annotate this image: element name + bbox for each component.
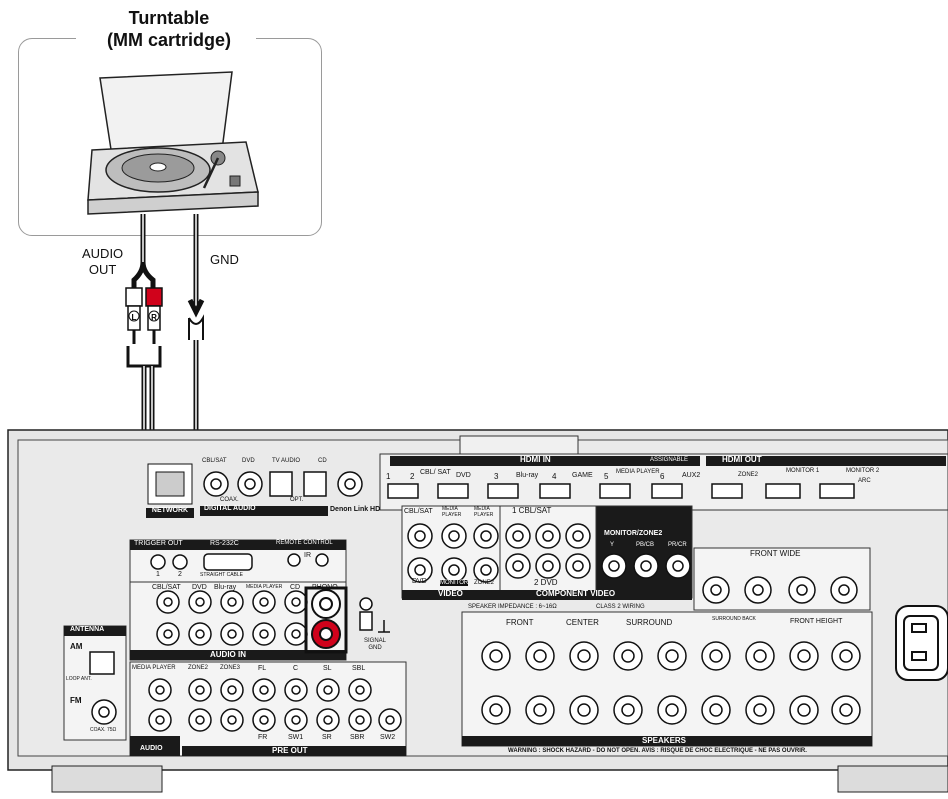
hdmi-in-5: 5 bbox=[604, 472, 608, 481]
video-monitor: MONITOR bbox=[440, 580, 468, 586]
trigger-2: 2 bbox=[178, 571, 182, 578]
hdmi-in-2: 2 bbox=[410, 472, 414, 481]
loop-ant-label: LOOP ANT. bbox=[66, 676, 92, 682]
front-height-label: FRONT HEIGHT bbox=[790, 618, 842, 625]
gnd-label: GND bbox=[210, 252, 239, 267]
pre-out-sbr: SBR bbox=[350, 734, 364, 741]
opt-label: OPT. bbox=[290, 497, 303, 503]
hdmi-in-2-name: CBL/ SAT bbox=[420, 469, 451, 476]
video-label: VIDEO bbox=[438, 589, 463, 598]
hdmi-in-label: HDMI IN bbox=[520, 455, 551, 464]
hdmi-in-3: 3 bbox=[494, 472, 498, 481]
pre-out-c: C bbox=[293, 665, 298, 672]
digital-top-cd: CD bbox=[318, 458, 327, 464]
trigger-out-label: TRIGGER OUT bbox=[134, 540, 183, 547]
center-label: CENTER bbox=[566, 618, 599, 627]
pre-out-sl: SL bbox=[323, 665, 332, 672]
hdmi-out-zone2: ZONE2 bbox=[738, 472, 758, 478]
comp-pr: PR/CR bbox=[668, 542, 687, 548]
pre-out-sr: SR bbox=[322, 734, 332, 741]
pre-out-zone3: ZONE3 bbox=[220, 665, 240, 671]
audio-in-phono: PHONO bbox=[312, 584, 338, 591]
audio-in-cblsat: CBL/SAT bbox=[152, 584, 181, 591]
front-label: FRONT bbox=[506, 618, 534, 627]
component-1-label: 1 CBL/SAT bbox=[512, 506, 551, 515]
hdmi-out-monitor1: MONITOR 1 bbox=[786, 468, 819, 474]
hdmi-in-aux2: AUX2 bbox=[682, 472, 700, 479]
hdmi-ports bbox=[388, 484, 854, 498]
audio-in-mediaplayer: MEDIA PLAYER bbox=[246, 584, 282, 590]
video-dvd: DVD bbox=[412, 578, 427, 585]
fm-label: FM bbox=[70, 696, 82, 705]
coax-label: COAX. bbox=[220, 497, 239, 503]
video-mp2: MEDIA PLAYER bbox=[474, 506, 500, 518]
warning-label: WARNING : SHOCK HAZARD - DO NOT OPEN. AV… bbox=[508, 748, 807, 754]
hdmi-in-6: 6 bbox=[660, 472, 664, 481]
plug-l-label: L bbox=[132, 313, 137, 322]
ir-label: IR bbox=[304, 552, 311, 559]
pre-out-audio-label: AUDIO bbox=[140, 745, 163, 752]
class2-label: CLASS 2 WIRING bbox=[596, 604, 645, 610]
arc-label: ARC bbox=[858, 478, 871, 484]
digital-top-cblsat: CBL/SAT bbox=[202, 458, 227, 464]
network-label: NETWORK bbox=[146, 507, 194, 514]
remote-control-label: REMOTE CONTROL bbox=[276, 540, 333, 546]
pre-out-sw2: SW2 bbox=[380, 734, 395, 741]
digital-audio-label: DIGITAL AUDIO bbox=[204, 505, 256, 512]
hdmi-in-3-name: DVD bbox=[456, 472, 471, 479]
hdmi-assignable: ASSIGNABLE bbox=[650, 457, 688, 463]
audio-in-dvd: DVD bbox=[192, 584, 207, 591]
audio-in-label: AUDIO IN bbox=[210, 650, 246, 659]
comp-y: Y bbox=[610, 542, 614, 548]
hdmi-out-label: HDMI OUT bbox=[722, 455, 762, 464]
component-video-label: COMPONENT VIDEO bbox=[536, 589, 615, 598]
pre-out-label: PRE OUT bbox=[272, 746, 308, 755]
hdmi-in-1: 1 bbox=[386, 472, 390, 481]
hdmi-in-4: 4 bbox=[552, 472, 556, 481]
video-mp1: MEDIA PLAYER bbox=[442, 506, 468, 518]
speakers-label: SPEAKERS bbox=[642, 736, 686, 745]
antenna-label: ANTENNA bbox=[70, 626, 104, 633]
trigger-1: 1 bbox=[156, 571, 160, 578]
audio-in-bluray: Blu-ray bbox=[214, 584, 236, 591]
plug-r-label: R bbox=[151, 313, 157, 322]
audio-in-cd: CD bbox=[290, 584, 300, 591]
speaker-impedance-label: SPEAKER IMPEDANCE : 6~16Ω bbox=[468, 604, 557, 610]
pre-out-sw1: SW1 bbox=[288, 734, 303, 741]
am-label: AM bbox=[70, 642, 82, 651]
monitor-zone2-label: MONITOR/ZONE2 bbox=[604, 530, 662, 537]
hdmi-out-monitor2: MONITOR 2 bbox=[846, 468, 879, 474]
pre-out-fr: FR bbox=[258, 734, 267, 741]
pre-out-zone2: ZONE2 bbox=[188, 665, 208, 671]
hdmi-in-6-name: MEDIA PLAYER bbox=[616, 469, 660, 475]
comp-pb: PB/CB bbox=[636, 542, 654, 548]
surround-back-label: SURROUND BACK bbox=[712, 616, 756, 622]
digital-top-dvd: DVD bbox=[242, 458, 255, 464]
power-inlet bbox=[896, 606, 948, 680]
front-wide-label: FRONT WIDE bbox=[750, 549, 801, 558]
coax75-label: COAX. 75Ω bbox=[90, 727, 116, 733]
network-port bbox=[148, 464, 192, 504]
turntable-icon bbox=[88, 72, 258, 214]
hdmi-in-4-name: Blu-ray bbox=[516, 472, 538, 479]
video-zone2: ZONE2 bbox=[474, 580, 494, 586]
straight-cable-label: STRAIGHT CABLE bbox=[200, 572, 243, 578]
video-cblsat: CBL/SAT bbox=[404, 508, 433, 515]
pre-out-fl: FL bbox=[258, 665, 266, 672]
denon-link-label: Denon Link HD bbox=[330, 506, 380, 513]
component-2-label: 2 DVD bbox=[534, 578, 558, 587]
pre-out-mp: MEDIA PLAYER bbox=[132, 665, 176, 671]
digital-top-tv: TV AUDIO bbox=[272, 458, 300, 464]
surround-label: SURROUND bbox=[626, 618, 672, 627]
hdmi-in-5-name: GAME bbox=[572, 472, 593, 479]
pre-out-sbl: SBL bbox=[352, 665, 365, 672]
rs232c-label: RS-232C bbox=[210, 540, 239, 547]
